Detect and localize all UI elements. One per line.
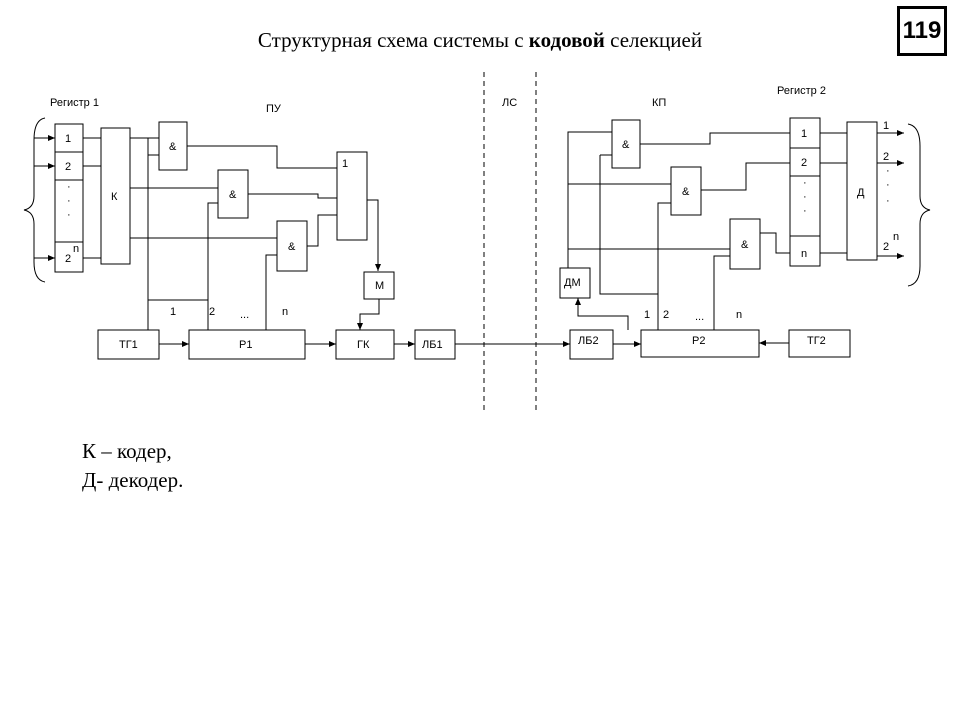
and-label-left-2: &: [229, 189, 237, 201]
register1-cell-n-digit: 2: [65, 253, 71, 265]
right-brace: [907, 123, 931, 287]
and-gate-right-3: [729, 218, 761, 270]
page-title: Структурная схема системы с кодовой селе…: [0, 28, 960, 53]
m-label: М: [375, 280, 384, 292]
legend: К – кодер, Д- декодер.: [82, 437, 183, 495]
left-brace: [23, 117, 46, 283]
tg1-label: ТГ1: [119, 339, 138, 351]
and-label-right-1: &: [622, 139, 630, 151]
register2-label: Регистр 2: [777, 85, 826, 97]
or-gate: [336, 151, 368, 241]
legend-decoder: Д- декодер.: [82, 468, 184, 492]
decoder-out-1: 1: [883, 120, 889, 132]
dm-label: ДМ: [564, 277, 581, 289]
register1-cell-n-index: n: [73, 243, 79, 255]
lb2-label: ЛБ2: [578, 335, 599, 347]
r1-label: Р1: [239, 339, 252, 351]
decoder-out-dot-2: ·: [886, 179, 890, 191]
r2-tap-2: 2: [663, 309, 669, 321]
pu-label: ПУ: [266, 103, 282, 115]
decoder-out-2: 2: [883, 151, 889, 163]
r1-tap-n: n: [282, 306, 288, 318]
and-label-right-3: &: [741, 239, 749, 251]
decoder-label: Д: [857, 187, 865, 199]
register2-dot-2: ·: [803, 191, 807, 203]
and-gate-right-2: [670, 166, 702, 216]
coder-label: К: [111, 191, 118, 203]
register2-dot-1: ·: [803, 177, 807, 189]
title-part2: селекцией: [604, 28, 703, 52]
register1-dot-3: ·: [67, 209, 71, 221]
page-number: 119: [897, 6, 947, 56]
register2-dot-3: ·: [803, 205, 807, 217]
legend-coder: К – кодер,: [82, 439, 172, 463]
decoder-out-dot-3: ·: [886, 195, 890, 207]
r1-tap-2: 2: [209, 306, 215, 318]
or-label: 1: [342, 158, 348, 170]
r2-tap-1: 1: [644, 309, 650, 321]
gk-label: ГК: [357, 339, 370, 351]
register1-dot-1: ·: [67, 181, 71, 193]
ls-label: ЛС: [502, 97, 517, 109]
and-label-right-2: &: [682, 186, 690, 198]
r2-label: Р2: [692, 335, 705, 347]
register2-box: [789, 117, 821, 267]
register1-cell-2: 2: [65, 161, 71, 173]
register1-cell-1: 1: [65, 133, 71, 145]
decoder-out-n-digit: 2: [883, 241, 889, 253]
tg2-label: ТГ2: [807, 335, 826, 347]
register2-cell-2: 2: [801, 157, 807, 169]
title-part1: Структурная схема системы с: [257, 28, 529, 52]
register1-box: [54, 123, 84, 273]
r1-tap-dots: ...: [240, 309, 249, 321]
lb1-label: ЛБ1: [422, 339, 443, 351]
decoder-out-dot-1: ·: [886, 165, 890, 177]
register1-label: Регистр 1: [50, 97, 99, 109]
title-bold: кодовой: [528, 28, 605, 52]
register1-dot-2: ·: [67, 195, 71, 207]
register2-cell-n: n: [801, 248, 807, 260]
coder-box: [100, 127, 131, 265]
kp-label: КП: [652, 97, 666, 109]
and-label-left-3: &: [288, 241, 296, 253]
decoder-box: [846, 121, 878, 261]
r2-tap-dots: ...: [695, 311, 704, 323]
decoder-out-n-index: n: [893, 231, 899, 243]
register2-cell-1: 1: [801, 128, 807, 140]
and-label-left-1: &: [169, 141, 177, 153]
r2-tap-n: n: [736, 309, 742, 321]
r1-tap-1: 1: [170, 306, 176, 318]
